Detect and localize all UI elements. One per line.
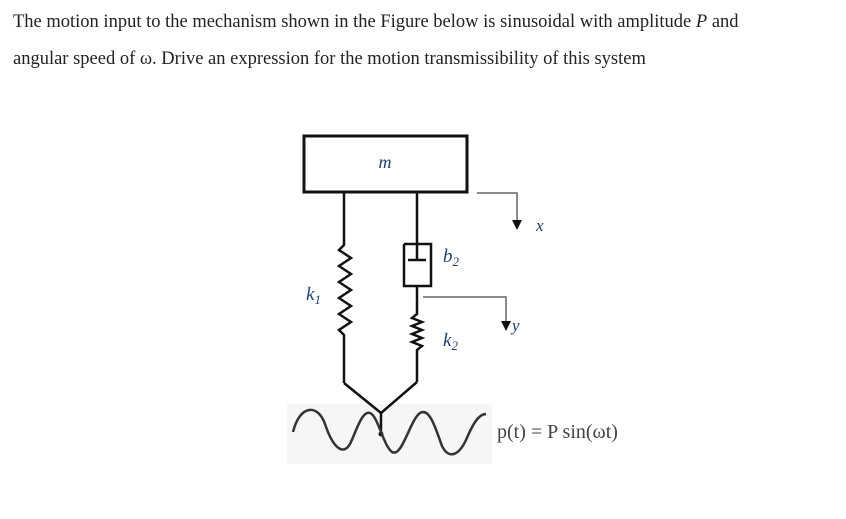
sinusoidal-input-wave xyxy=(291,408,487,456)
wave-background xyxy=(287,404,492,464)
y-arrow xyxy=(423,296,507,321)
x-arrow-head-icon xyxy=(512,220,522,230)
input-equation: p(t) = P sin(ωt) xyxy=(497,421,618,443)
spring-k1-label: k1 xyxy=(306,284,321,307)
mass-label: m xyxy=(379,152,392,172)
spring-k2-label: k2 xyxy=(443,330,458,353)
problem-text: and xyxy=(707,12,739,32)
damper-b2 xyxy=(402,192,433,307)
problem-line-2: angular speed of ω. Drive an expression … xyxy=(13,49,646,69)
damper-b2-label: b2 xyxy=(443,246,460,269)
amplitude-symbol: P xyxy=(695,12,708,32)
y-label: y xyxy=(510,316,520,335)
spring-k1 xyxy=(336,192,354,383)
y-arrow-head-icon xyxy=(501,321,511,331)
spring-k2 xyxy=(408,307,426,382)
x-arrow xyxy=(477,192,518,220)
x-label: x xyxy=(535,216,544,235)
problem-line-1: The motion input to the mechanism shown … xyxy=(13,4,833,41)
mass-block xyxy=(302,134,469,194)
problem-statement: The motion input to the mechanism shown … xyxy=(13,4,833,78)
problem-text: The motion input to the mechanism shown … xyxy=(13,12,696,32)
